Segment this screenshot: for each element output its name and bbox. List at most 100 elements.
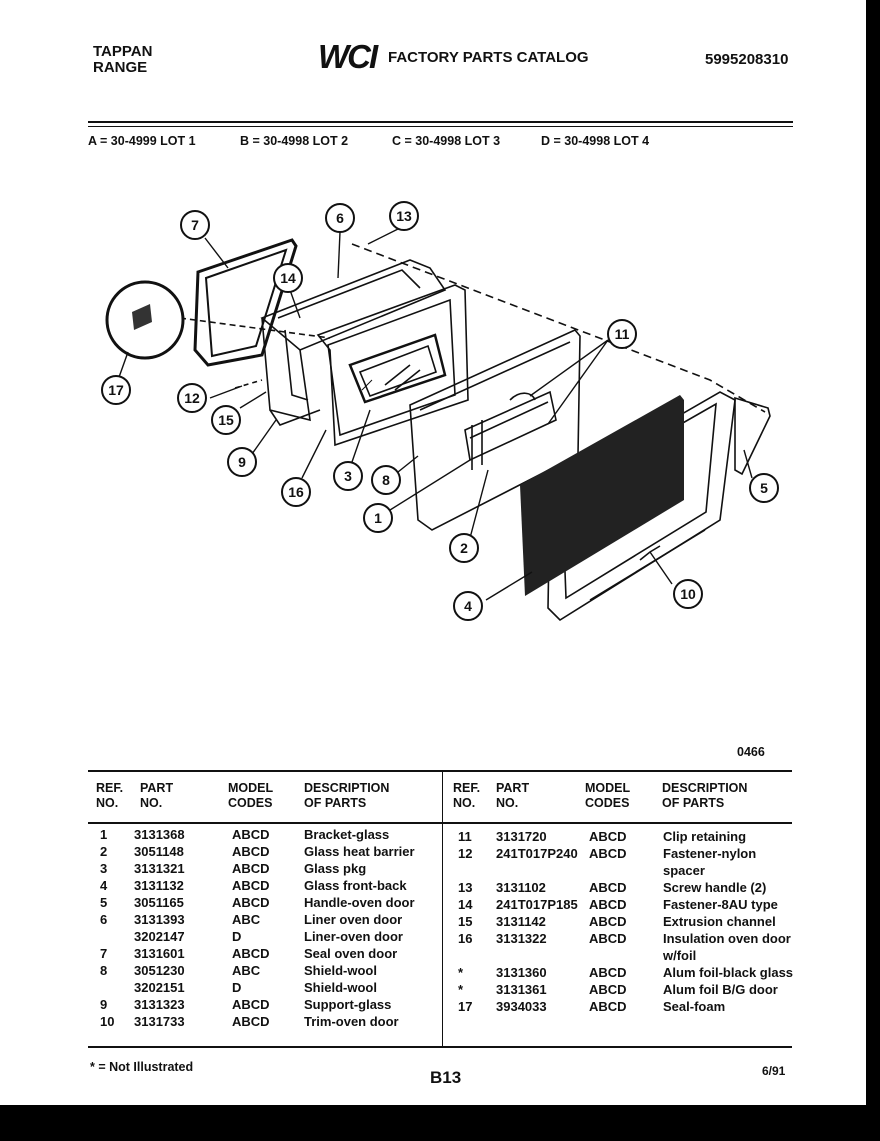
revision-date: 6/91 bbox=[762, 1064, 786, 1078]
cell-model: ABCD bbox=[232, 861, 270, 876]
header-rule-bottom bbox=[88, 126, 793, 127]
lot-code-c: C = 30-4998 LOT 3 bbox=[392, 134, 501, 148]
lot-code-d: D = 30-4998 LOT 4 bbox=[541, 134, 650, 148]
cell-part: 3131322 bbox=[496, 931, 547, 946]
cell-part: 3131720 bbox=[496, 829, 547, 844]
cell-model: ABCD bbox=[232, 827, 270, 842]
table-row: 14 241T017P185 ABCD Fastener-8AU type bbox=[88, 896, 792, 913]
cell-model: ABCD bbox=[589, 999, 627, 1014]
cell-desc: Insulation oven door bbox=[663, 931, 791, 946]
cell-part: 241T017P185 bbox=[496, 897, 578, 912]
cell-desc: Screw handle (2) bbox=[663, 880, 767, 895]
svg-text:5: 5 bbox=[760, 480, 768, 496]
callout-9: 9 bbox=[227, 447, 257, 477]
svg-text:3: 3 bbox=[344, 468, 352, 484]
cell-part: 3131323 bbox=[134, 997, 185, 1012]
cell-part: 3131142 bbox=[496, 914, 546, 929]
cell-model: ABCD bbox=[589, 880, 627, 895]
svg-text:7: 7 bbox=[191, 217, 199, 233]
cell-model: ABCD bbox=[232, 997, 270, 1012]
cell-model: D bbox=[232, 929, 242, 944]
dash-guide-top bbox=[351, 243, 766, 413]
cell-ref: 5 bbox=[100, 895, 108, 910]
callout-5: 5 bbox=[749, 473, 779, 503]
header-ref-right: REF.NO. bbox=[453, 781, 481, 810]
callout-16: 16 bbox=[281, 477, 311, 507]
table-column-divider bbox=[442, 770, 443, 1048]
cell-ref: 13 bbox=[458, 880, 473, 895]
table-row: 1 3131368 ABCD Bracket-glass bbox=[88, 826, 792, 843]
callout-4: 4 bbox=[453, 591, 483, 621]
svg-text:17: 17 bbox=[108, 382, 124, 398]
cell-ref: 12 bbox=[458, 846, 473, 861]
cell-ref: 14 bbox=[458, 897, 473, 912]
svg-text:1: 1 bbox=[374, 510, 382, 526]
callout-10: 10 bbox=[673, 579, 703, 609]
cell-ref: 1 bbox=[100, 827, 108, 842]
callout-8: 8 bbox=[371, 465, 401, 495]
cell-ref: 16 bbox=[458, 931, 473, 946]
cell-desc: Alum foil B/G door bbox=[663, 982, 778, 997]
cell-desc: Bracket-glass bbox=[304, 827, 390, 842]
cell-ref: 7 bbox=[100, 946, 108, 961]
header-ref-left: REF.NO. bbox=[96, 781, 124, 810]
cell-part: 3051165 bbox=[134, 895, 184, 910]
cell-desc: spacer bbox=[663, 863, 705, 878]
cell-model: ABCD bbox=[589, 829, 627, 844]
cell-desc: Handle-oven door bbox=[304, 895, 415, 910]
callout-1: 1 bbox=[363, 503, 393, 533]
cell-model: ABCD bbox=[589, 914, 627, 929]
cell-ref: 15 bbox=[458, 914, 473, 929]
cell-desc: Liner-oven door bbox=[304, 929, 403, 944]
glass-front-back-shape bbox=[520, 395, 684, 596]
cell-model: ABCD bbox=[232, 895, 270, 910]
cell-model: ABCD bbox=[232, 844, 270, 859]
svg-text:9: 9 bbox=[238, 454, 246, 470]
cell-part: 3131368 bbox=[134, 827, 185, 842]
lot-code-a: A = 30-4999 LOT 1 bbox=[88, 134, 196, 148]
svg-text:11: 11 bbox=[615, 326, 630, 342]
cell-desc: Fastener-8AU type bbox=[663, 897, 778, 912]
cell-model: ABCD bbox=[589, 982, 627, 997]
brand-block: TAPPAN RANGE bbox=[93, 44, 152, 76]
callout-17: 17 bbox=[101, 375, 131, 405]
cell-ref: 17 bbox=[458, 999, 473, 1014]
cell-part: 3131733 bbox=[134, 1014, 185, 1029]
cell-part: 3202151 bbox=[134, 980, 185, 995]
callout-11: 11 bbox=[607, 319, 637, 349]
drawing-code: 0466 bbox=[737, 745, 765, 759]
cell-model: ABC bbox=[232, 912, 261, 927]
cell-ref: 3 bbox=[100, 861, 108, 876]
cell-desc: Glass heat barrier bbox=[304, 844, 415, 859]
cell-part: 3131393 bbox=[134, 912, 185, 927]
cell-desc: Seal-foam bbox=[663, 999, 726, 1014]
cell-part: 3131360 bbox=[496, 965, 547, 980]
table-rule-bottom bbox=[88, 1046, 792, 1048]
cell-desc: Shield-wool bbox=[304, 963, 377, 978]
cell-ref: 10 bbox=[100, 1014, 115, 1029]
svg-text:12: 12 bbox=[184, 390, 200, 406]
cell-model: ABCD bbox=[232, 946, 270, 961]
seal-foam-detail bbox=[105, 280, 185, 360]
cell-desc: w/foil bbox=[663, 948, 697, 963]
cell-desc: Liner oven door bbox=[304, 912, 403, 927]
callout-3: 3 bbox=[333, 461, 363, 491]
cell-part: 241T017P240 bbox=[496, 846, 578, 861]
cell-desc: Glass front-back bbox=[304, 878, 407, 893]
svg-text:13: 13 bbox=[396, 208, 412, 224]
brand-line-1: TAPPAN bbox=[93, 43, 153, 60]
cell-desc: Trim-oven door bbox=[304, 1014, 399, 1029]
cell-part: 3131601 bbox=[134, 946, 185, 961]
cell-model: ABCD bbox=[589, 897, 627, 912]
